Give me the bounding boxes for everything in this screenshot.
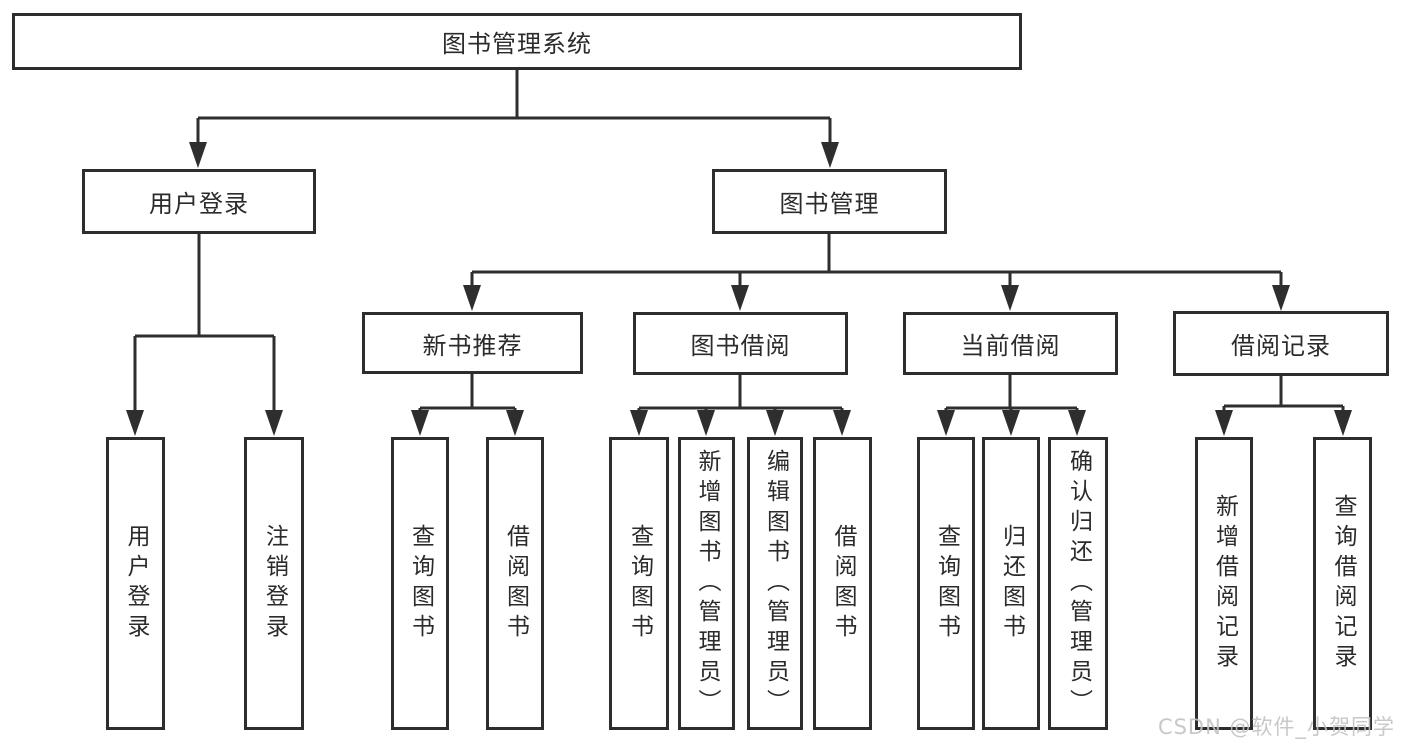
- node-borrowing-records-label: 借阅记录: [1231, 332, 1331, 360]
- leaf-current-query-books: 查询图书: [917, 437, 975, 730]
- node-borrowing-records: 借阅记录: [1173, 311, 1389, 376]
- leaf-current-return-books-label: 归还图书: [998, 523, 1025, 644]
- leaf-records-add-record: 新增借阅记录: [1195, 437, 1253, 730]
- node-book-borrowing: 图书借阅: [633, 312, 848, 375]
- node-new-book-recommend-label: 新书推荐: [422, 331, 523, 360]
- node-book-management-label: 图书管理: [779, 190, 880, 218]
- leaf-borrowing-query-books: 查询图书: [609, 437, 669, 730]
- node-current-borrowing-label: 当前借阅: [960, 332, 1061, 360]
- leaf-user-login: 用户登录: [106, 437, 165, 730]
- node-current-borrowing: 当前借阅: [903, 312, 1118, 375]
- leaf-current-confirm-return-admin-label: 确认归还（管理员）: [1065, 448, 1092, 719]
- leaf-borrowing-borrow-books: 借阅图书: [813, 437, 872, 730]
- leaf-logout: 注销登录: [244, 437, 304, 730]
- node-new-book-recommend: 新书推荐: [362, 312, 583, 374]
- node-user-login: 用户登录: [82, 169, 316, 234]
- leaf-recommend-query-books-label: 查询图书: [407, 523, 434, 644]
- node-book-management: 图书管理: [712, 169, 947, 234]
- node-book-borrowing-label: 图书借阅: [690, 332, 791, 360]
- leaf-borrowing-edit-books-admin: 编辑图书（管理员）: [747, 437, 803, 730]
- connector-strokes: [133, 69, 1345, 416]
- leaf-user-login-label: 用户登录: [123, 523, 149, 644]
- leaf-records-query-record: 查询借阅记录: [1313, 437, 1372, 730]
- arrowheads: [126, 142, 1352, 436]
- leaf-current-query-books-label: 查询图书: [933, 523, 960, 644]
- leaf-recommend-borrow-books: 借阅图书: [486, 437, 544, 730]
- leaf-borrowing-edit-books-admin-label: 编辑图书（管理员）: [762, 448, 789, 719]
- node-user-login-label: 用户登录: [149, 190, 249, 218]
- leaf-current-confirm-return-admin: 确认归还（管理员）: [1048, 437, 1108, 730]
- leaf-borrowing-add-books-admin-label: 新增图书（管理员）: [694, 448, 720, 719]
- leaf-current-return-books: 归还图书: [982, 437, 1040, 730]
- leaf-records-query-record-label: 查询借阅记录: [1330, 493, 1356, 674]
- leaf-logout-label: 注销登录: [261, 523, 288, 644]
- leaf-borrowing-add-books-admin: 新增图书（管理员）: [678, 437, 735, 730]
- leaf-records-add-record-label: 新增借阅记录: [1211, 493, 1238, 674]
- leaf-recommend-borrow-books-label: 借阅图书: [502, 523, 529, 644]
- leaf-borrowing-query-books-label: 查询图书: [626, 523, 653, 644]
- csdn-watermark: CSDN @软件_小贺同学: [1157, 715, 1395, 739]
- leaf-borrowing-borrow-books-label: 借阅图书: [830, 523, 856, 644]
- node-root: 图书管理系统: [12, 13, 1022, 70]
- leaf-recommend-query-books: 查询图书: [391, 437, 449, 730]
- node-root-label: 图书管理系统: [442, 30, 592, 58]
